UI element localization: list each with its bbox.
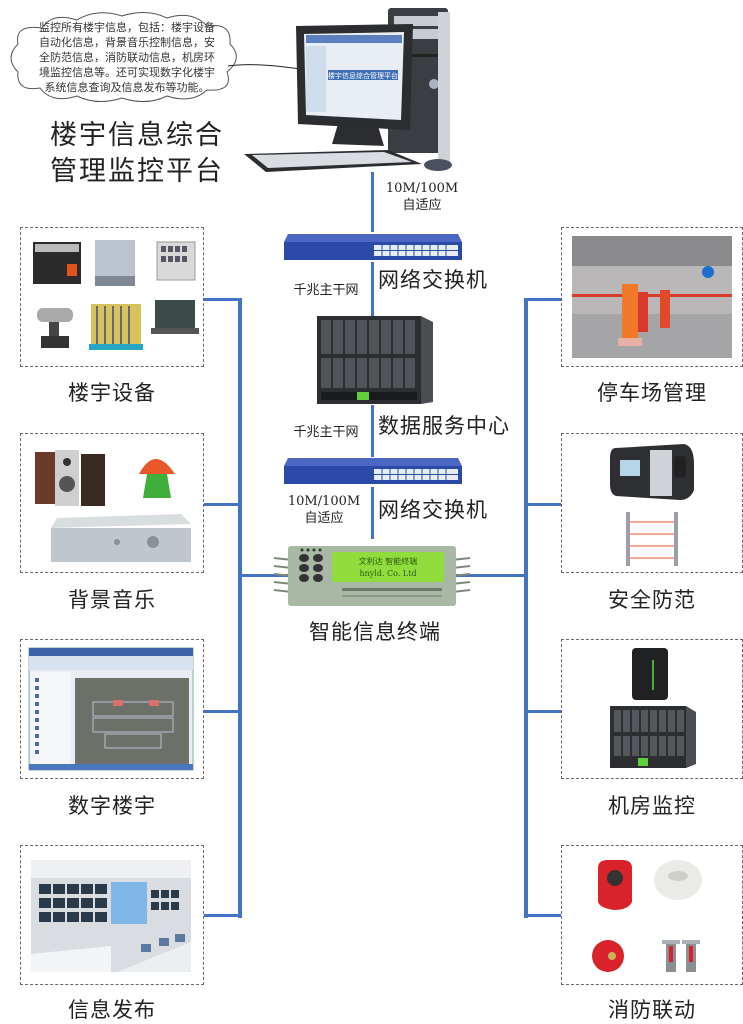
terminal-lcd-line2: hnyld. Co. Ltd — [359, 569, 416, 578]
cloud-line: 全防范信息，消防联动信息，机房环 — [39, 51, 215, 64]
gigabit-bottom-label: 千兆主干网 — [293, 425, 359, 440]
right-bus-line — [524, 298, 528, 918]
cloud-line: 监控所有楼宇信息，包括：楼宇设备 — [39, 21, 215, 34]
trunk-line-bottom — [371, 487, 374, 539]
terminal-lcd-line1: 文利达 智能终端 — [359, 556, 418, 566]
subsystem-information-release — [20, 845, 204, 985]
network-switch-bottom — [282, 452, 464, 488]
gigabit-top-label: 千兆主干网 — [293, 283, 359, 298]
right-branch-3 — [526, 710, 562, 713]
control-room-icon — [31, 860, 191, 972]
link-speed-bottom: 10M/100M 自适应 — [284, 493, 364, 527]
cabinet-icon — [33, 242, 81, 284]
subsystem-building-equipment — [20, 227, 204, 367]
subsystem-background-music — [20, 433, 204, 573]
keyboard-icon — [244, 150, 422, 172]
platform-title-line2: 管理监控平台 — [50, 156, 224, 187]
fingerprint-reader-icon — [610, 444, 694, 500]
amplifier-icon — [51, 514, 191, 562]
left-branch-1 — [204, 298, 240, 301]
cloud-line: 境监控信息等。还可实现数字化楼宇 — [39, 66, 215, 79]
platform-title-line1: 楼宇信息综合 — [50, 120, 224, 151]
monitor-icon — [296, 24, 413, 146]
terminal-label: 智能信息终端 — [309, 620, 441, 644]
speaker-icon — [35, 450, 105, 506]
sprinkler-icon — [662, 940, 700, 972]
subsystem-machine-room-monitoring — [561, 639, 743, 779]
fire-bell-icon — [592, 940, 624, 972]
software-screenshot-icon — [28, 647, 194, 771]
blade-server-icon — [317, 316, 433, 404]
subsystem-label: 信息发布 — [68, 998, 156, 1022]
network-switch-top — [282, 228, 464, 264]
link-speed-bottom-mode: 自适应 — [304, 511, 344, 526]
left-branch-4 — [204, 914, 240, 917]
air-handler-icon — [95, 240, 135, 286]
subsystem-label: 安全防范 — [608, 588, 696, 612]
subsystem-label: 消防联动 — [608, 998, 696, 1022]
link-speed-top: 10M/100M 自适应 — [382, 180, 462, 214]
right-branch-1 — [526, 298, 562, 301]
generator-icon — [151, 300, 199, 334]
subsystem-label: 停车场管理 — [597, 381, 707, 405]
workstation-computer: 楼宇信息综合管理平台 — [238, 4, 488, 176]
smoke-detector-icon — [654, 860, 702, 900]
right-branch-4 — [526, 914, 562, 917]
subsystem-label: 数字楼宇 — [68, 794, 156, 818]
trunk-line-mid — [371, 262, 374, 318]
valve-icon — [37, 308, 73, 348]
switch-icon — [284, 234, 462, 260]
parking-barrier-icon — [572, 236, 732, 358]
fire-alarm-button-icon — [598, 860, 632, 910]
switch-top-label: 网络交换机 — [378, 268, 488, 292]
subsystem-label: 楼宇设备 — [68, 381, 156, 405]
server-rack-icon — [632, 648, 668, 700]
data-center-label: 数据服务中心 — [378, 414, 510, 438]
switch-icon — [284, 458, 462, 484]
mouse-icon — [424, 159, 452, 171]
left-bus-line — [238, 298, 242, 918]
mushroom-speaker-icon — [139, 459, 175, 498]
link-speed-top-value: 10M/100M — [385, 181, 459, 196]
terminal-device-icon: 文利达 智能终端 hnyld. Co. Ltd — [273, 546, 471, 606]
water-treatment-icon — [89, 304, 143, 350]
switch-bottom-label: 网络交换机 — [378, 498, 488, 522]
subsystem-digital-building — [20, 639, 204, 779]
subsystem-fire-linkage — [561, 845, 743, 985]
intelligent-terminal: 文利达 智能终端 hnyld. Co. Ltd — [272, 538, 472, 608]
cloud-line: 自动化信息，背景音乐控制信息，安 — [39, 36, 215, 49]
control-panel-icon — [156, 241, 196, 281]
cloud-text: 监控所有楼宇信息，包括：楼宇设备 自动化信息，背景音乐控制信息，安 全防范信息，… — [22, 20, 232, 95]
subsystem-label: 机房监控 — [608, 794, 696, 818]
link-speed-bottom-value: 10M/100M — [287, 494, 361, 509]
subsystem-parking-management — [561, 227, 743, 367]
right-branch-2 — [526, 503, 562, 506]
blade-server-icon — [610, 706, 696, 768]
subsystem-security — [561, 433, 743, 573]
data-center-server — [315, 312, 435, 408]
trunk-line-top — [371, 172, 374, 232]
subsystem-label: 背景音乐 — [68, 588, 156, 612]
infrared-beam-icon — [626, 512, 678, 566]
link-speed-top-mode: 自适应 — [402, 198, 442, 213]
left-branch-2 — [204, 503, 240, 506]
left-branch-3 — [204, 710, 240, 713]
cloud-shape — [10, 12, 237, 102]
platform-title: 楼宇信息综合 管理监控平台 — [50, 118, 224, 190]
cloud-callout: 监控所有楼宇信息，包括：楼宇设备 自动化信息，背景音乐控制信息，安 全防范信息，… — [2, 6, 252, 106]
cloud-line: 系统信息查询及信息发布等功能。 — [44, 81, 210, 94]
trunk-line-mid2 — [371, 405, 374, 457]
monitor-screen-text: 楼宇信息综合管理平台 — [328, 71, 398, 80]
